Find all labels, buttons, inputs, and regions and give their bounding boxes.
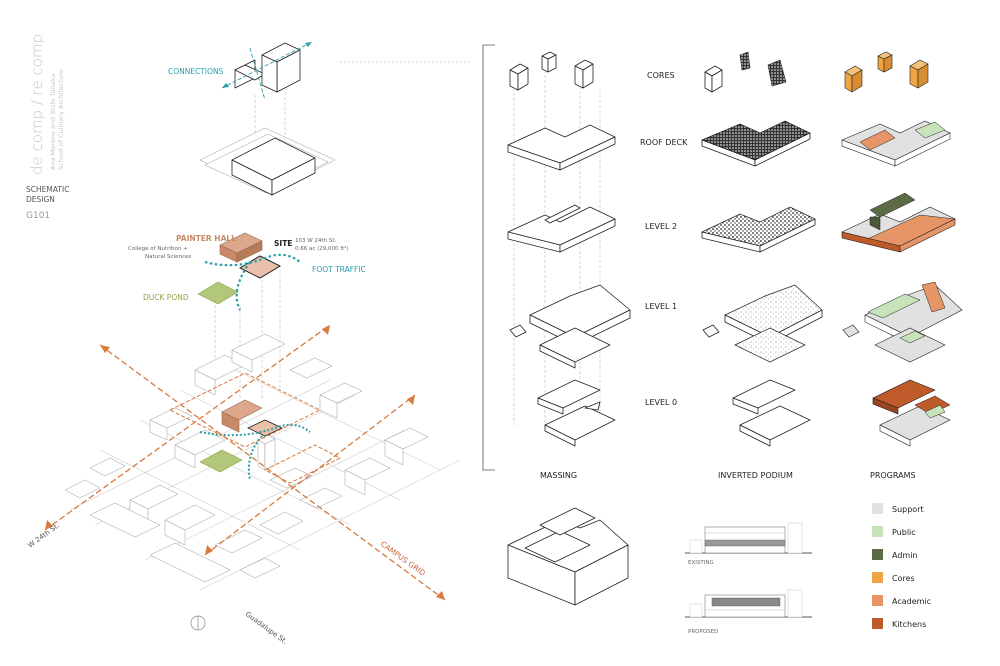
program-legend: Support Public Admin Cores Academic Kitc… (872, 503, 931, 629)
site-address: 103 W 24th St. (295, 238, 336, 244)
legend-label-academic: Academic (892, 597, 931, 606)
level-label-cores: CORES (647, 71, 675, 80)
section-proposed: PROPOSED (685, 589, 812, 635)
levels-bracket (482, 44, 495, 471)
column-heading-programs: PROGRAMS (870, 471, 916, 480)
inverted-podium-stack (700, 51, 823, 447)
phase-line-2: DESIGN (26, 195, 55, 204)
campus-map: CAMPUS GRID W 24th St. Guadalupe St. (26, 324, 461, 646)
massing-axon (507, 507, 629, 606)
foot-traffic-label: FOOT TRAFFIC (312, 265, 366, 274)
legend-swatch-kitchens (872, 618, 883, 629)
level-label-level2: LEVEL 2 (645, 222, 677, 231)
section-existing: EXISTING (685, 522, 812, 566)
legend-label-admin: Admin (892, 551, 918, 560)
painter-hall-label: PAINTER HALL (176, 234, 236, 243)
project-subtitle-1: Ana Moreno and Yoshi Tanaka (49, 74, 57, 170)
duck-pond-label: DUCK POND (143, 293, 189, 302)
column-heading-inverted-podium: INVERTED PODIUM (718, 471, 793, 480)
phase-line-1: SCHEMATIC (26, 185, 69, 194)
legend-swatch-public (872, 526, 883, 537)
sheet-number: G101 (26, 211, 50, 221)
legend-label-public: Public (892, 528, 916, 537)
connections-diagram: CONNECTIONS (168, 41, 313, 101)
connections-label: CONNECTIONS (168, 67, 224, 76)
legend-label-support: Support (892, 505, 924, 514)
street-guadalupe-label: Guadalupe St. (244, 610, 289, 646)
campus-grid-label: CAMPUS GRID (379, 539, 427, 578)
section-existing-label: EXISTING (688, 560, 714, 566)
level-label-level1: LEVEL 1 (645, 302, 677, 311)
context-site-plan (199, 92, 336, 196)
project-subtitle-2: School of Culinary Architecture (57, 69, 65, 170)
legend-swatch-admin (872, 549, 883, 560)
legend-label-cores: Cores (892, 574, 915, 583)
massing-stack (507, 51, 631, 447)
legend-swatch-academic (872, 595, 883, 606)
street-w24-label: W 24th St. (26, 521, 61, 549)
site-label: SITE (274, 239, 292, 248)
level-label-level0: LEVEL 0 (645, 398, 677, 407)
painter-hall-sub1: College of Nutrition + (128, 246, 188, 252)
project-title: de comp / re comp (28, 34, 46, 175)
column-heading-massing: MASSING (540, 471, 577, 480)
legend-swatch-cores (872, 572, 883, 583)
painter-hall-sub2: Natural Sciences (145, 254, 191, 260)
programs-stack (841, 51, 963, 447)
section-proposed-label: PROPOSED (688, 629, 718, 635)
title-block: de comp / re comp Ana Moreno and Yoshi T… (26, 34, 69, 221)
site-area: 0.66 ac (29,000 ft²) (295, 245, 349, 252)
legend-swatch-support (872, 503, 883, 514)
level-label-roof-deck: ROOF DECK (640, 138, 688, 147)
legend-label-kitchens: Kitchens (892, 620, 926, 629)
site-context-diagram: PAINTER HALL College of Nutrition + Natu… (128, 232, 366, 400)
